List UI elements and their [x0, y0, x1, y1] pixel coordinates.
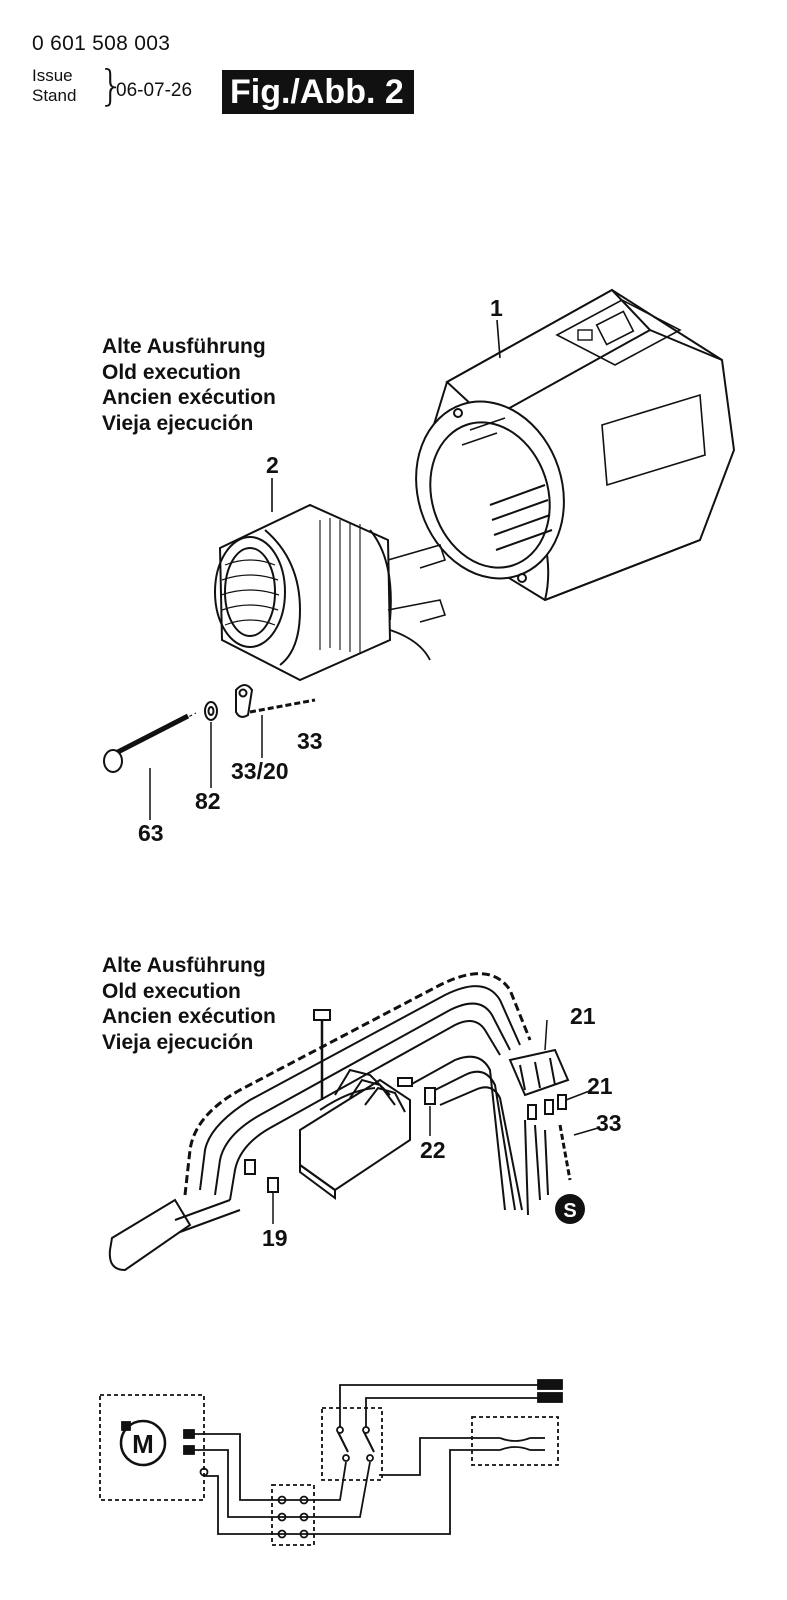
note-line-de: Alte Ausführung [102, 335, 266, 358]
callout-housing: 1 [490, 295, 503, 321]
figure-label: Fig./Abb. 2 [222, 70, 414, 114]
brace-icon: } [98, 61, 125, 110]
callout-washer: 82 [195, 788, 221, 814]
note-line-en: Old execution [102, 360, 241, 384]
field-coil [214, 478, 447, 682]
issue-date: 06-07-26 [116, 80, 193, 101]
part-number: 0 601 508 003 [32, 32, 171, 55]
old-execution-note-upper: Alte Ausführung Old execution Ancien exé… [102, 334, 276, 436]
motor-symbol-label: M [132, 1429, 154, 1459]
note-line-en: Old execution [102, 979, 241, 1003]
note-line-fr: Ancien exécution [102, 386, 276, 409]
s-marker-label: S [563, 1200, 576, 1222]
motor-housing [415, 288, 736, 602]
callout-sleeve-22: 22 [420, 1137, 446, 1163]
old-execution-note-lower: Alte Ausführung Old execution Ancien exé… [102, 953, 276, 1055]
note-line-es: Vieja ejecución [102, 1030, 254, 1054]
callout-terminal-21-mid: 21 [587, 1073, 613, 1099]
note-line-fr: Ancien exécution [102, 1005, 276, 1028]
issue-stand-block: Issue Stand } 06-07-26 [32, 62, 222, 116]
callout-terminal-21-top: 21 [570, 1003, 596, 1029]
callout-connector-19: 19 [262, 1225, 288, 1251]
stand-label: Stand [32, 86, 77, 105]
callout-field: 2 [266, 452, 279, 478]
callout-screw: 63 [138, 820, 164, 846]
s-marker: S [555, 1194, 585, 1224]
screw-washer-lug [103, 684, 316, 820]
note-line-de: Alte Ausführung [102, 954, 266, 977]
wiring-schematic: M [99, 1379, 563, 1546]
callout-cable-33-lower: 33 [596, 1110, 622, 1136]
issue-label: Issue [32, 66, 73, 85]
wiring-harness [108, 972, 599, 1272]
note-line-es: Vieja ejecución [102, 411, 254, 435]
callout-cable-33: 33 [297, 728, 323, 754]
issue-stand-labels: Issue Stand [32, 66, 76, 106]
callout-cable-33-20: 33/20 [231, 758, 289, 784]
